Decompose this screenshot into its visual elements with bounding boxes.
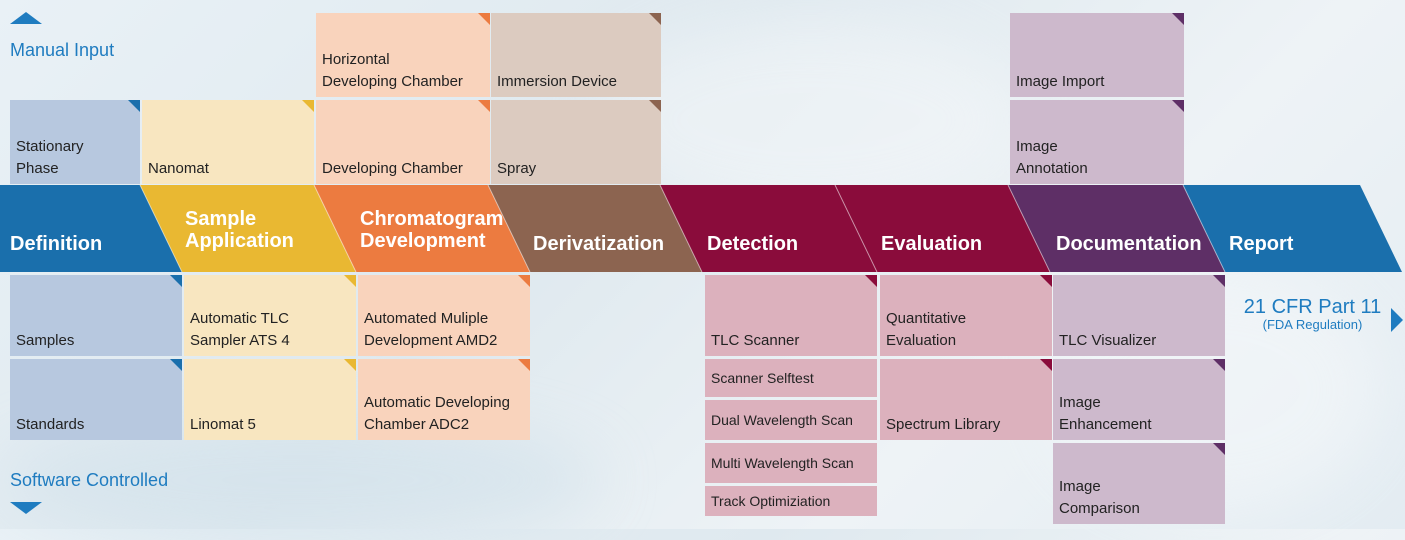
module-label: Horizontal Developing Chamber <box>322 51 463 90</box>
module-tlc-visualizer[interactable]: TLC Visualizer <box>1053 275 1225 356</box>
module-label: Track Optimiziation <box>711 493 831 509</box>
software-controlled-label: Software Controlled <box>10 470 169 490</box>
stage-derivatization: Derivatization <box>533 233 665 255</box>
report-block: 21 CFR Part 11 (FDA Regulation) <box>1235 296 1390 332</box>
module-horizontal-developing-chamber[interactable]: Horizontal Developing Chamber <box>316 13 490 97</box>
module-label: Image Annotation <box>1016 138 1088 177</box>
arrow-down-icon <box>10 502 42 514</box>
module-image-enhancement[interactable]: Image Enhancement <box>1053 359 1225 440</box>
module-label: Samples <box>16 332 75 349</box>
manual-input-label: Manual Input <box>10 40 115 60</box>
module-track-optimization[interactable]: Track Optimiziation <box>705 486 877 516</box>
module-label: Automatic Developing Chamber ADC2 <box>364 394 510 433</box>
stage-chromatogram-development-shape <box>314 185 530 272</box>
module-label: Scanner Selftest <box>711 370 814 386</box>
module-stationary-phase[interactable]: Stationary Phase <box>10 100 140 184</box>
workflow-stage-banner <box>0 185 1402 272</box>
module-scanner-selftest[interactable]: Scanner Selftest <box>705 359 877 397</box>
module-label: Automated Muliple Development AMD2 <box>364 310 498 349</box>
module-label: TLC Scanner <box>711 332 800 349</box>
stage-report: Report <box>1229 233 1294 255</box>
stage-chromatogram-development: Chromatogram Development <box>360 208 504 252</box>
module-label: Quantitative Evaluation <box>886 310 967 349</box>
module-multi-wavelength-scan[interactable]: Multi Wavelength Scan <box>705 443 877 483</box>
report-title: 21 CFR Part 11 <box>1243 296 1382 318</box>
stage-definition: Definition <box>10 233 103 255</box>
module-linomat-5[interactable]: Linomat 5 <box>184 359 356 440</box>
module-label: Spectrum Library <box>886 416 1001 433</box>
module-quantitative-evaluation[interactable]: Quantitative Evaluation <box>880 275 1052 356</box>
module-label: Multi Wavelength Scan <box>711 455 854 471</box>
module-label: Linomat 5 <box>190 416 256 433</box>
module-automatic-tlc-sampler[interactable]: Automatic TLC Sampler ATS 4 <box>184 275 356 356</box>
module-tlc-scanner[interactable]: TLC Scanner <box>705 275 877 356</box>
module-image-import[interactable]: Image Import <box>1010 13 1184 97</box>
module-developing-chamber[interactable]: Developing Chamber <box>316 100 490 184</box>
module-image-comparison[interactable]: Image Comparison <box>1053 443 1225 524</box>
stage-detection: Detection <box>707 233 799 255</box>
background-glow <box>0 420 600 540</box>
stage-derivatization-shape <box>488 185 702 272</box>
report-subtitle: (FDA Regulation) <box>1262 317 1363 332</box>
stage-sample-application-shape <box>140 185 356 272</box>
module-label: Immersion Device <box>497 73 618 90</box>
stage-detection-shape <box>660 185 877 272</box>
stage-documentation: Documentation <box>1056 233 1202 255</box>
module-label: Automatic TLC Sampler ATS 4 <box>190 310 290 349</box>
module-label: Developing Chamber <box>322 160 463 177</box>
stage-definition-shape <box>0 185 182 272</box>
module-label: TLC Visualizer <box>1059 332 1157 349</box>
module-label: Image Import <box>1016 73 1105 90</box>
module-standards[interactable]: Standards <box>10 359 182 440</box>
module-spectrum-library[interactable]: Spectrum Library <box>880 359 1052 440</box>
module-immersion-device[interactable]: Immersion Device <box>491 13 661 97</box>
stage-evaluation: Evaluation <box>881 233 983 255</box>
module-spray[interactable]: Spray <box>491 100 661 184</box>
module-label: Nanomat <box>148 160 209 177</box>
arrow-right-icon <box>1391 308 1403 332</box>
module-label: Standards <box>16 416 85 433</box>
stage-evaluation-shape <box>835 185 1050 272</box>
stage-sample-application: Sample Application <box>185 208 294 252</box>
module-dual-wavelength-scan[interactable]: Dual Wavelength Scan <box>705 400 877 440</box>
module-label: Image Comparison <box>1059 478 1140 517</box>
arrow-up-icon <box>10 12 42 24</box>
stage-report-shape <box>1183 185 1402 272</box>
module-label: Dual Wavelength Scan <box>711 412 853 428</box>
module-samples[interactable]: Samples <box>10 275 182 356</box>
module-label: Spray <box>497 160 537 177</box>
module-nanomat[interactable]: Nanomat <box>142 100 314 184</box>
module-label: Image Enhancement <box>1059 394 1152 433</box>
module-label: Stationary Phase <box>16 138 84 177</box>
module-adc2[interactable]: Automatic Developing Chamber ADC2 <box>358 359 530 440</box>
stage-documentation-shape <box>1008 185 1225 272</box>
module-amd2[interactable]: Automated Muliple Development AMD2 <box>358 275 530 356</box>
module-image-annotation[interactable]: Image Annotation <box>1010 100 1184 184</box>
